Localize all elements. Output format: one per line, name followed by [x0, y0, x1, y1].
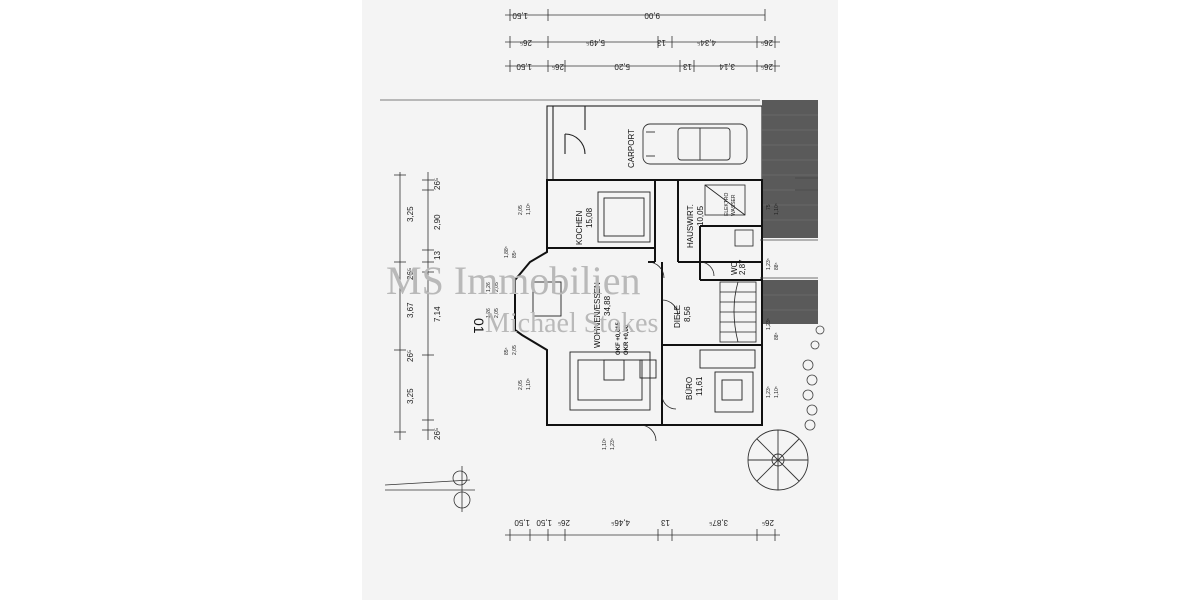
- dim-top-2-e: 26⁵: [761, 38, 773, 47]
- hauswirt-area: 10,05: [696, 205, 705, 226]
- dim-left-inner-4: 26⁵: [406, 268, 415, 280]
- dim-bottom-5: 13: [661, 518, 670, 527]
- note-right2-1: 1,23⁵: [766, 258, 772, 270]
- watermark-line-2: Michael Stokes: [485, 308, 658, 339]
- note-door-2: 1,23⁵: [610, 438, 616, 450]
- dim-top-2-d: 4,34⁵: [697, 38, 716, 47]
- kochen-label: KOCHEN: [575, 211, 584, 245]
- diele-area: 8,56: [683, 306, 692, 322]
- dim-top-3-e: 3,14: [719, 62, 735, 71]
- dim-left-outer-3: 3,25: [406, 388, 415, 404]
- kochen-area: 15,08: [585, 207, 594, 228]
- note-right3-2: 88⁵: [774, 332, 780, 340]
- dim-left-inner-5: 7,14: [433, 306, 442, 322]
- note-right2-2: 88⁵: [774, 262, 780, 270]
- staircase: [719, 281, 757, 343]
- note-bay-left-1: 1,26: [486, 282, 492, 292]
- note-bay-lower-1: 85⁵: [504, 347, 510, 355]
- section-marker: [384, 466, 475, 512]
- floor-label: 01: [471, 318, 487, 334]
- dim-top-3-a: 1,50: [516, 62, 532, 71]
- dim-left-inner-6: 26⁵: [406, 350, 415, 362]
- note-right1-1: 75: [766, 204, 772, 210]
- elektro-label: ELEKTRO: [724, 193, 730, 216]
- buero-label: BÜRO: [685, 377, 694, 400]
- dim-left-inner-2: 2,90: [433, 214, 442, 230]
- dim-left-outer-2: 3,67: [406, 302, 415, 318]
- top-dimension-chains: [505, 9, 780, 72]
- dim-left-inner-3: 13: [433, 251, 442, 260]
- wasser-label: WASSER: [731, 194, 737, 216]
- note-bay-left2-1: 1,26: [486, 308, 492, 318]
- watermark: MS Immobilien Michael Stokes: [386, 258, 658, 339]
- wc-label: WC: [730, 261, 739, 275]
- tree-symbol: [747, 429, 809, 491]
- living-furniture: [532, 281, 657, 411]
- wohnen-area: 34,88: [603, 295, 612, 316]
- dim-top-1-b: 9,00: [644, 11, 660, 20]
- top-dimension-labels: 1,50 9,00 26⁵ 5,49⁵ 13 4,34⁵ 26⁵ 1,50 26…: [512, 11, 773, 71]
- dim-bottom-3: 26⁵: [558, 518, 570, 527]
- room-labels: KOCHEN 15,08 HAUSWIRT. 10,05 ELEKTRO WAS…: [575, 193, 747, 400]
- watermark-line-1: MS Immobilien: [386, 258, 640, 303]
- dim-bottom-1: 1,50: [514, 518, 530, 527]
- dim-top-2-b: 5,49⁵: [586, 38, 605, 47]
- note-kochen-1: 2,05: [518, 205, 524, 215]
- note-kochen-2: 1,10⁵: [526, 203, 532, 215]
- left-dimension-labels: 3,25 3,67 3,25 26⁵ 2,90 13 26⁵ 7,14 26⁵ …: [406, 178, 442, 440]
- bottom-dimension-chain: [505, 529, 780, 541]
- note-bay-upper-1: 1,88⁵: [504, 246, 510, 258]
- diele-label: DIELE: [673, 305, 682, 328]
- dim-top-3-d: 13: [683, 62, 692, 71]
- dim-left-outer-1: 3,25: [406, 206, 415, 222]
- okf-level: OKF +0,615: [616, 321, 622, 355]
- note-wohnen-low-1: 2,05: [518, 380, 524, 390]
- wohnen-label: WOHNEN/ESSEN: [593, 282, 602, 348]
- note-right4-1: 1,23⁵: [766, 386, 772, 398]
- right-edge-marks: [760, 177, 818, 279]
- dim-top-2-a: 26⁵: [520, 38, 532, 47]
- hatched-terrace: [762, 100, 818, 324]
- note-bay-upper-2: 85⁵: [512, 250, 518, 258]
- note-wohnen-low-2: 1,10⁵: [526, 378, 532, 390]
- note-right1-2: 1,10⁵: [774, 203, 780, 215]
- wc-area: 2,87: [738, 259, 747, 275]
- dim-top-1-a: 1,50: [512, 11, 528, 20]
- utility-box: [704, 184, 754, 247]
- dim-bottom-4: 4,46⁵: [611, 518, 630, 527]
- dim-left-inner-7: 26⁵: [433, 428, 442, 440]
- bottom-dimension-labels: 1,50 1,50 26⁵ 4,46⁵ 13 3,87⁵ 26⁵: [514, 518, 774, 527]
- left-dimension-chains: [394, 172, 434, 440]
- dim-top-3-c: 5,20: [614, 62, 630, 71]
- okr-level: OKR +0,00: [624, 324, 630, 355]
- dim-top-3-b: 26⁵: [552, 62, 564, 71]
- dim-bottom-2: 1,50: [536, 518, 552, 527]
- hauswirt-label: HAUSWIRT.: [686, 204, 695, 248]
- dim-top-3-f: 26⁵: [761, 62, 773, 71]
- shrub-symbols: [802, 325, 825, 431]
- kitchen-counters: [597, 191, 651, 243]
- note-bay-left2-2: 2,05: [494, 308, 500, 318]
- dim-top-2-c: 13: [657, 38, 666, 47]
- note-bay-left-2: 2,05: [494, 282, 500, 292]
- dim-bottom-6: 3,87⁵: [709, 518, 728, 527]
- buero-area: 11,61: [695, 376, 704, 396]
- car-symbol: [642, 123, 748, 165]
- note-right4-2: 1,10⁵: [774, 386, 780, 398]
- carport-label: CARPORT: [627, 129, 636, 168]
- window-notes: 2,05 1,10⁵ 1,88⁵ 85⁵ 1,26 2,05 1,26 2,05…: [486, 203, 780, 450]
- note-door-1: 1,10⁵: [602, 438, 608, 450]
- dim-bottom-7: 26⁵: [762, 518, 774, 527]
- note-bay-lower-2: 2,05: [512, 345, 518, 355]
- doors: [639, 261, 715, 442]
- note-right3-1: 1,23⁵: [766, 318, 772, 330]
- dim-left-inner-1: 26⁵: [433, 178, 442, 190]
- office-desk: [699, 349, 756, 413]
